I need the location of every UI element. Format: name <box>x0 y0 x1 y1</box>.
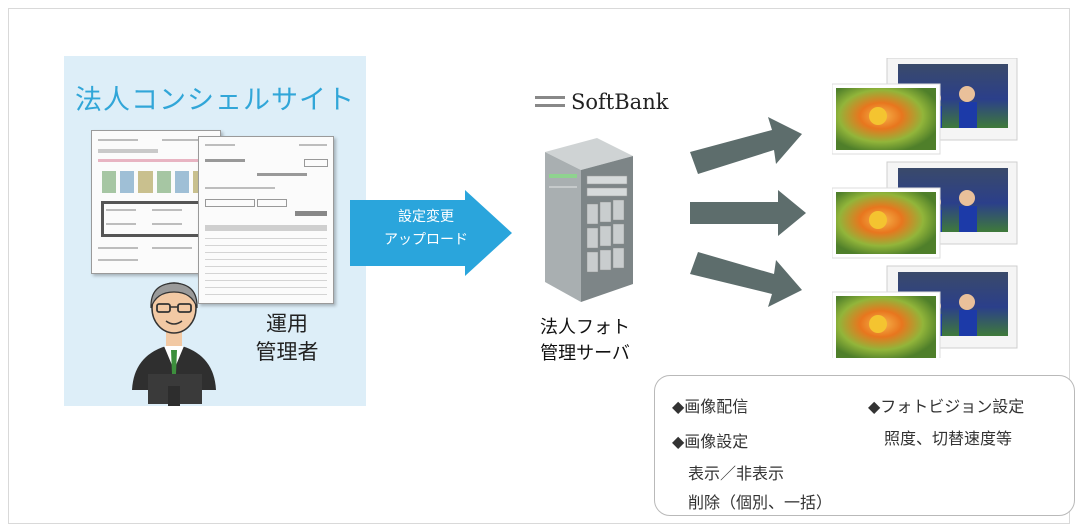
feature-image-settings: ◆画像設定 <box>672 432 749 451</box>
photo-frame-icon-2 <box>832 161 1018 259</box>
photo-frames <box>832 58 1018 358</box>
upload-arrow-line1: 設定変更 <box>398 209 454 225</box>
diagram-frame <box>8 8 1070 524</box>
operator-person-icon <box>132 282 216 406</box>
server-label-line2: 管理サーバ <box>540 343 630 364</box>
arrow-right-icon <box>690 190 806 236</box>
upload-arrow-label: 設定変更 アップロード <box>368 206 484 252</box>
operator-label-line2: 管理者 <box>255 340 319 364</box>
feature-image-settings-delete: 削除（個別、一括） <box>688 493 833 512</box>
distribution-arrows <box>690 117 806 307</box>
upload-arrow-icon <box>350 190 512 276</box>
photo-frame-icon-3 <box>832 265 1018 358</box>
feature-photovision-details: 照度、切替速度等 <box>884 429 1013 448</box>
arrow-up-right-icon <box>690 117 802 174</box>
upload-arrow-line2: アップロード <box>384 232 468 248</box>
operator-label: 運用 管理者 <box>242 310 332 366</box>
feature-image-delivery: ◆画像配信 <box>672 397 749 416</box>
server-label-line1: 法人フォト <box>540 317 630 338</box>
portal-title: 法人コンシェルサイト <box>75 85 355 116</box>
arrow-down-right-icon <box>690 252 802 307</box>
softbank-logo-icon <box>535 96 565 107</box>
portal-panel: 法人コンシェルサイト <box>64 56 366 406</box>
photo-frame-icon-1 <box>832 58 1018 155</box>
feature-photovision-settings: ◆フォトビジョン設定 <box>868 397 1025 416</box>
operator-label-line1: 運用 <box>266 312 308 336</box>
server-icon <box>545 138 633 302</box>
server-label: 法人フォト 管理サーバ <box>525 315 645 367</box>
feature-image-settings-show-hide: 表示／非表示 <box>688 464 785 483</box>
softbank-logo-text: SoftBank <box>571 90 669 114</box>
portal-screenshot-front <box>198 136 334 304</box>
features-box <box>654 375 1075 516</box>
